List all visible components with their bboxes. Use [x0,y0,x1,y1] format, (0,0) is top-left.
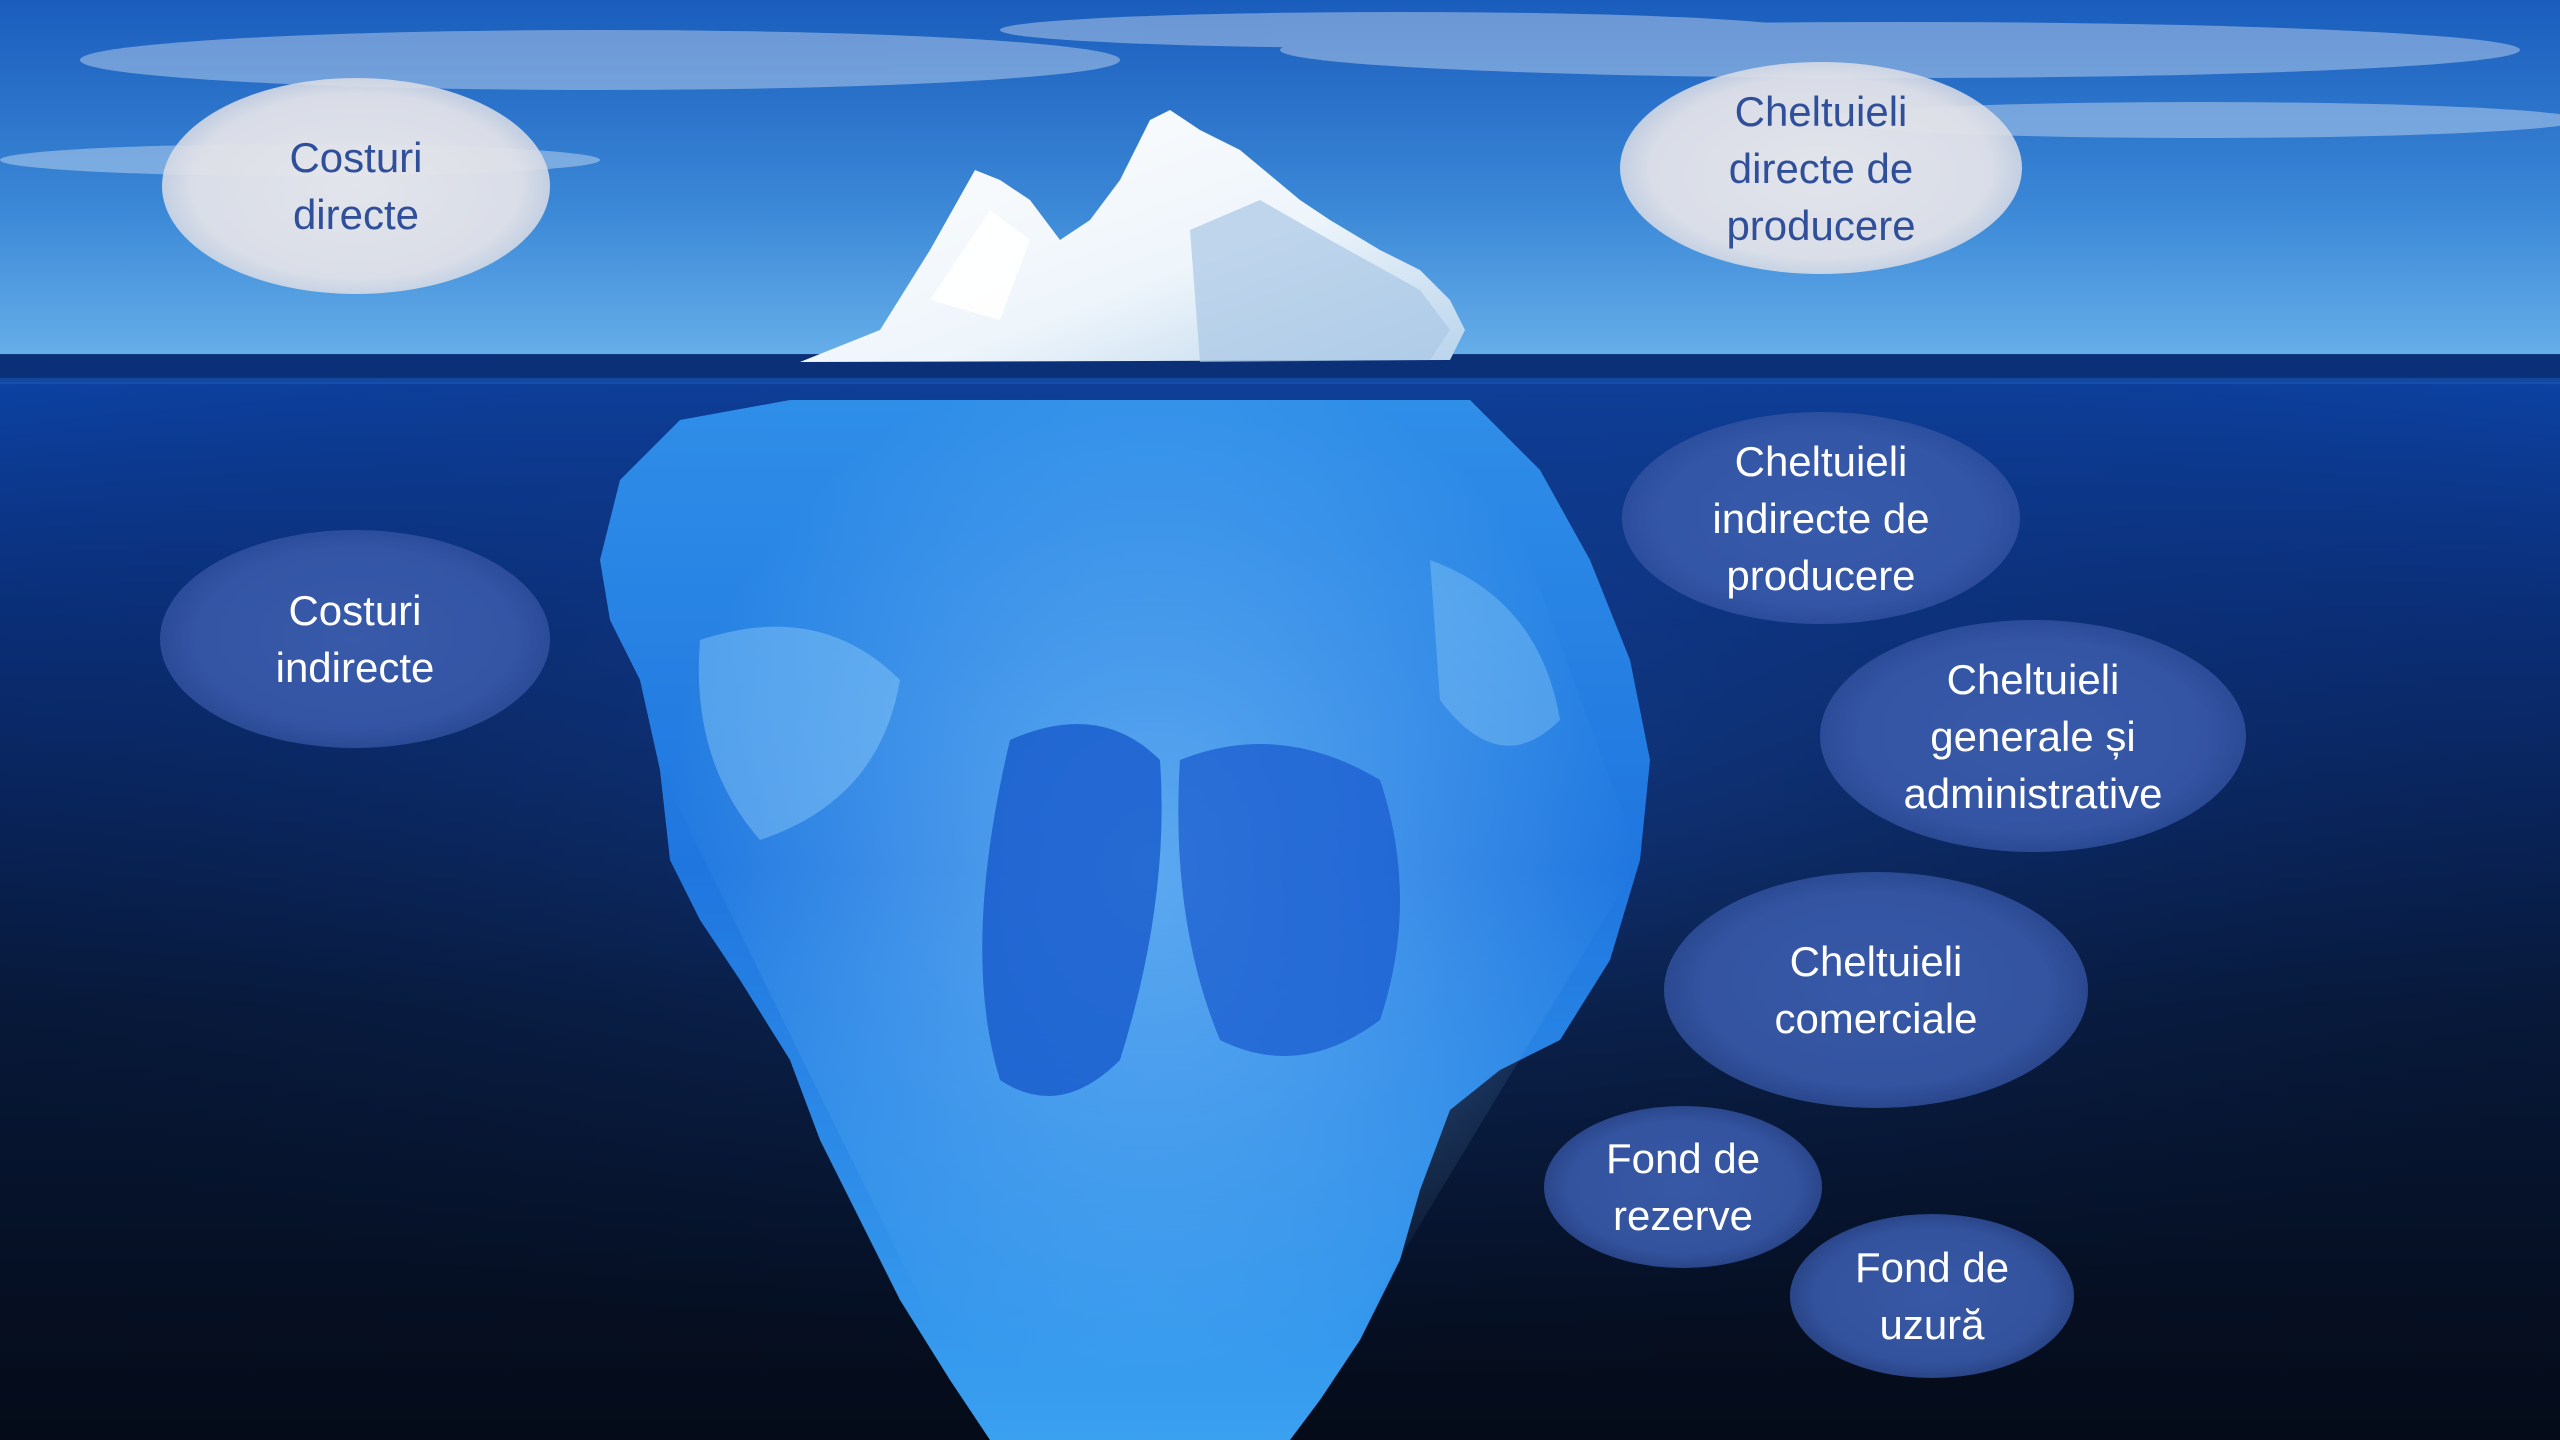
bubble-cheltuieli-generale-si-administrative: Cheltuieli generale și administrative [1820,620,2246,852]
bubble-cheltuieli-indirecte-de-producere: Cheltuieli indirecte de producere [1622,412,2020,624]
bubble-costuri-directe: Costuri directe [162,78,550,294]
bubble-costuri-indirecte: Costuri indirecte [160,530,550,748]
bubble-fond-de-rezerve: Fond de rezerve [1544,1106,1822,1268]
bubble-cheltuieli-comerciale: Cheltuieli comerciale [1664,872,2088,1108]
bubble-fond-de-uzura: Fond de uzură [1790,1214,2074,1378]
bubble-cheltuieli-directe-de-producere: Cheltuieli directe de producere [1620,62,2022,274]
